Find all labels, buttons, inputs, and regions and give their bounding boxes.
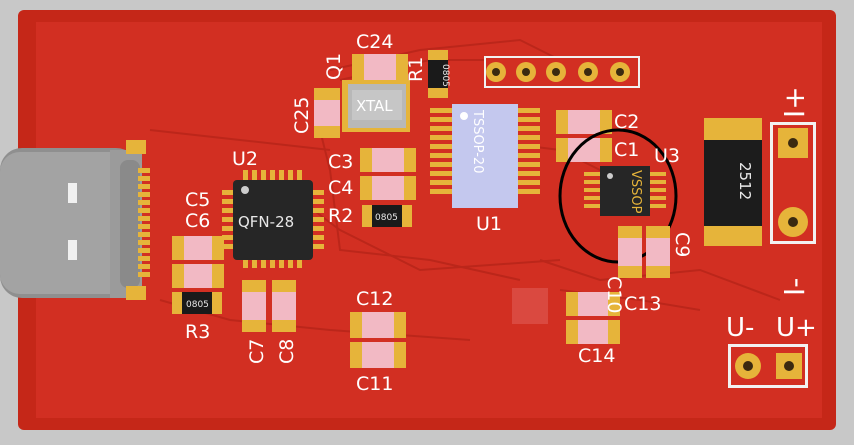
current-terminal [770,122,816,244]
label-c12: C12 [356,288,393,310]
label-i-plus: I+ [778,86,811,118]
capacitor-c4 [360,176,416,200]
label-c1: C1 [614,139,639,161]
capacitor-c14 [566,320,620,344]
mark-r3-0805: 0805 [186,300,209,310]
label-u1: U1 [476,213,502,235]
label-c5: C5 [185,189,210,211]
label-r3: R3 [185,321,210,343]
capacitor-c8 [272,280,296,332]
resistor-r1 [428,50,448,98]
label-c3: C3 [328,151,353,173]
label-u-minus: U- [726,313,754,343]
label-c24: C24 [356,31,393,53]
capacitor-c7 [242,280,266,332]
mark-qfn: QFN-28 [238,213,294,231]
label-c10: C10 [603,276,625,313]
resistor-r2 [362,205,412,227]
label-c8: C8 [276,339,298,364]
label-c6: C6 [185,210,210,232]
resistor-r3 [172,292,222,314]
mark-vssop: VSSOP [628,170,643,214]
crystal-q1 [342,80,410,132]
label-c14: C14 [578,345,615,367]
label-i-minus: I- [778,278,811,296]
label-c9: C9 [671,232,693,257]
pin-header-icon [484,56,640,88]
capacitor-c9 [646,226,670,278]
capacitor-c5 [172,236,224,260]
mark-tssop: TSSOP-20 [470,109,485,173]
voltage-terminal [728,344,808,388]
label-r2: R2 [328,205,353,227]
label-u2: U2 [232,148,258,170]
mark-r2-0805: 0805 [375,213,398,223]
label-c25: C25 [291,97,313,134]
label-c13: C13 [624,293,661,315]
usb-c-icon [0,140,150,300]
mark-xtal: XTAL [356,97,393,115]
label-u3: U3 [654,145,680,167]
mark-shunt-2512: 2512 [736,162,754,200]
capacitor-c6 [172,264,224,288]
capacitor-c10 [618,226,642,278]
ic-u3-vssop [584,166,666,216]
capacitor-c12 [350,312,406,338]
label-q1: Q1 [323,53,345,80]
mark-r1-0805: 0805 [440,64,450,87]
shunt-resistor-2512 [704,118,762,246]
label-c2: C2 [614,111,639,133]
label-r1: R1 [405,57,427,82]
label-c4: C4 [328,177,353,199]
ic-u2-qfn28 [222,170,324,268]
label-u-plus: U+ [776,313,817,343]
capacitor-c13 [566,292,620,316]
ground-pad-shadow [512,288,548,324]
ic-u1-tssop20 [430,104,540,208]
capacitor-c25 [314,88,340,138]
label-c7: C7 [246,339,268,364]
capacitor-c24 [352,54,408,80]
capacitor-c3 [360,148,416,172]
capacitor-c2 [556,110,612,134]
capacitor-c11 [350,342,406,368]
label-c11: C11 [356,373,393,395]
